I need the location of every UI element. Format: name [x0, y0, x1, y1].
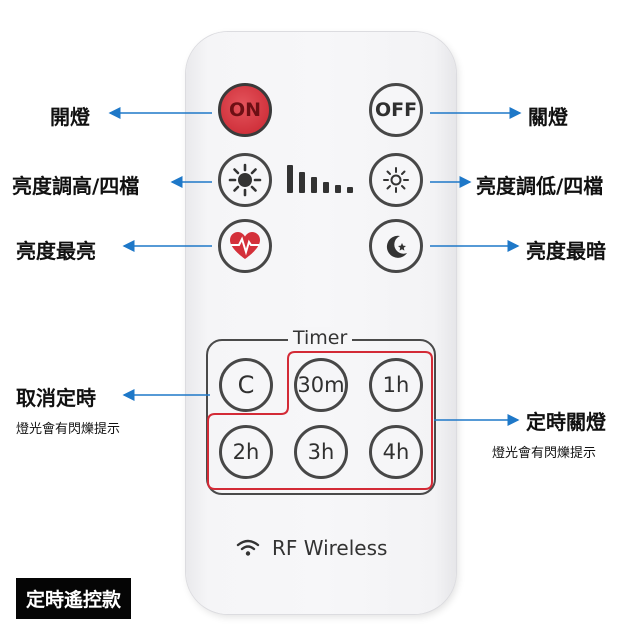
timer-30m-label: 30m: [297, 373, 345, 397]
label-dimmer: 亮度調低/四檔: [476, 174, 604, 198]
timer-30m-button[interactable]: 30m: [294, 358, 348, 412]
min-brightness-button[interactable]: [369, 219, 423, 273]
label-max: 亮度最亮: [16, 239, 96, 263]
on-button[interactable]: ON: [218, 83, 272, 137]
timer-2h-label: 2h: [232, 440, 260, 464]
timer-4h-button[interactable]: 4h: [369, 425, 423, 479]
label-cancel: 取消定時: [16, 386, 96, 410]
label-off: 關燈: [528, 105, 568, 129]
timer-3h-button[interactable]: 3h: [294, 425, 348, 479]
model-badge: 定時遙控款: [16, 578, 132, 619]
brightness-bars-icon: [287, 165, 353, 193]
on-button-label: ON: [228, 99, 262, 121]
timer-label: Timer: [288, 327, 353, 349]
timer-4h-label: 4h: [382, 440, 410, 464]
sun-bright-icon: [228, 163, 262, 197]
timer-2h-button[interactable]: 2h: [219, 425, 273, 479]
off-button-label: OFF: [374, 99, 418, 121]
label-min: 亮度最暗: [526, 239, 606, 263]
timer-3h-label: 3h: [307, 440, 335, 464]
label-on: 開燈: [50, 105, 90, 129]
rf-wireless-brand: RF Wireless: [236, 536, 387, 560]
timer-1h-label: 1h: [382, 373, 410, 397]
off-button[interactable]: OFF: [369, 83, 423, 137]
timer-clear-label: C: [237, 371, 255, 399]
moon-star-icon: [386, 235, 407, 258]
label-brighter: 亮度調高/四檔: [12, 174, 140, 198]
brightness-down-button[interactable]: [369, 153, 423, 207]
timer-clear-button[interactable]: C: [219, 358, 273, 412]
sun-dim-icon: [383, 167, 409, 193]
brightness-up-button[interactable]: [218, 153, 272, 207]
max-brightness-button[interactable]: [218, 219, 272, 273]
label-timer-off: 定時關燈: [526, 410, 606, 434]
timer-1h-button[interactable]: 1h: [369, 358, 423, 412]
heart-pulse-icon: [230, 232, 260, 259]
brand-text: RF Wireless: [272, 536, 388, 560]
label-timer-note: 燈光會有閃爍提示: [492, 446, 597, 461]
label-cancel-note: 燈光會有閃爍提示: [16, 422, 121, 437]
wifi-icon: [236, 539, 260, 556]
